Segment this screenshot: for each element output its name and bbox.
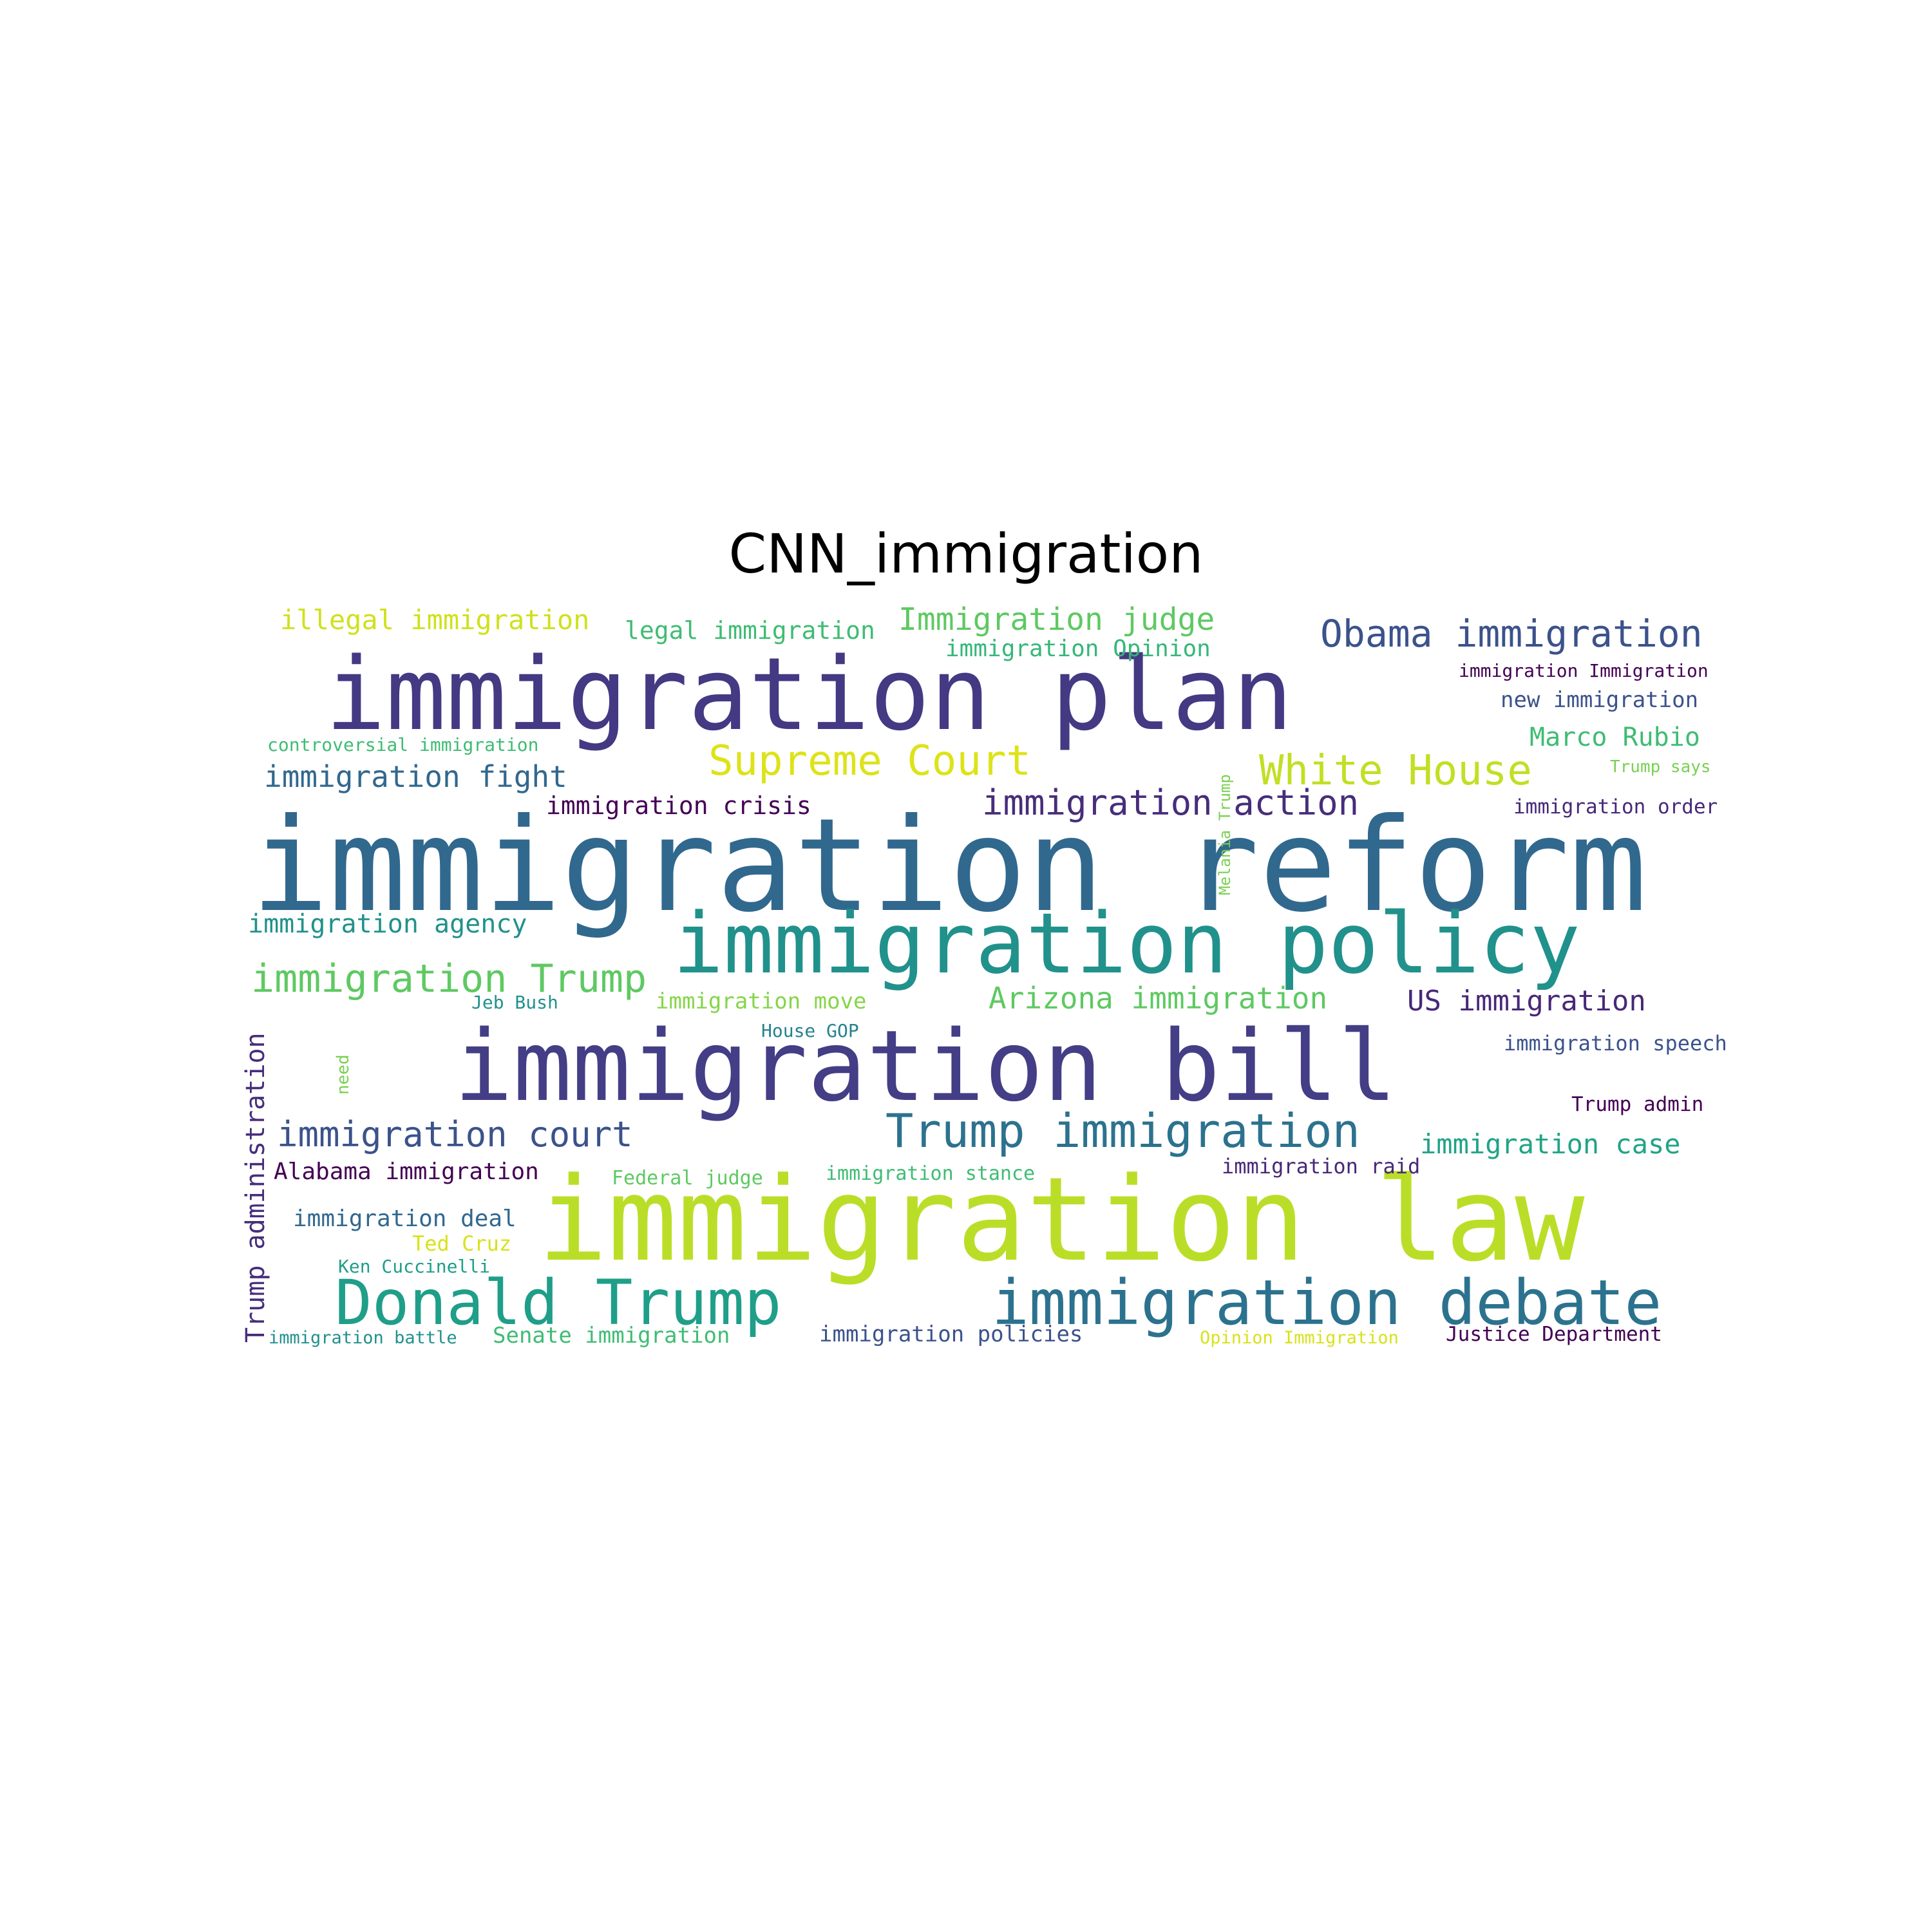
cloud-word: immigration court — [277, 1114, 633, 1155]
cloud-word: Trump administration — [241, 1032, 270, 1343]
cloud-word: legal immigration — [625, 616, 875, 645]
cloud-word: White House — [1259, 747, 1532, 795]
cloud-word: immigration bill — [454, 1009, 1397, 1123]
cloud-word: immigration reform — [251, 791, 1647, 941]
cloud-word: Supreme Court — [708, 737, 1031, 785]
cloud-word: Justice Department — [1446, 1323, 1662, 1346]
cloud-word: House GOP — [761, 1020, 859, 1041]
cloud-word: immigration action — [982, 782, 1359, 823]
cloud-word: Ted Cruz — [412, 1231, 512, 1256]
cloud-word: immigration policy — [673, 895, 1580, 992]
cloud-word: illegal immigration — [280, 604, 590, 636]
cloud-word: Obama immigration — [1320, 612, 1703, 656]
cloud-word: immigration deal — [293, 1206, 516, 1232]
cloud-word: Trump immigration — [886, 1104, 1360, 1158]
cloud-word: immigration law — [538, 1153, 1585, 1287]
cloud-word: Melania Trump — [1216, 774, 1234, 895]
cloud-word: Marco Rubio — [1530, 723, 1700, 752]
cloud-word: immigration debate — [992, 1267, 1662, 1339]
cloud-word: immigration raid — [1222, 1154, 1421, 1179]
cloud-word: US immigration — [1407, 985, 1646, 1018]
cloud-word: immigration Opinion — [945, 636, 1211, 662]
cloud-word: Senate immigration — [493, 1323, 730, 1349]
cloud-word: Donald Trump — [335, 1267, 782, 1339]
cloud-word: new immigration — [1501, 687, 1699, 713]
cloud-word: Trump says — [1610, 757, 1711, 777]
cloud-word: immigration move — [656, 989, 867, 1014]
cloud-word: Ken Cuccinelli — [338, 1256, 491, 1277]
cloud-word: Federal judge — [612, 1167, 763, 1189]
cloud-word: immigration order — [1513, 795, 1718, 819]
cloud-word: controversial immigration — [267, 734, 539, 755]
cloud-word: need — [334, 1054, 353, 1095]
cloud-word: immigration agency — [248, 909, 527, 939]
cloud-word: immigration stance — [826, 1162, 1036, 1185]
cloud-word: Opinion Immigration — [1200, 1328, 1399, 1348]
cloud-word: immigration crisis — [546, 791, 811, 820]
cloud-word: immigration policies — [819, 1321, 1083, 1347]
cloud-word: Alabama immigration — [274, 1159, 539, 1185]
cloud-word: Trump admin — [1571, 1093, 1704, 1116]
cloud-word: Jeb Bush — [471, 992, 558, 1013]
cloud-word: immigration Immigration — [1459, 660, 1709, 681]
cloud-word: immigration speech — [1504, 1031, 1727, 1056]
cloud-word: immigration case — [1420, 1128, 1681, 1160]
cloud-word: immigration Trump — [251, 956, 647, 1001]
cloud-word: immigration plan — [325, 636, 1293, 753]
figure-title: CNN_immigration — [728, 522, 1204, 585]
cloud-word: Immigration judge — [898, 601, 1215, 638]
cloud-word: Arizona immigration — [989, 981, 1328, 1016]
cloud-word: immigration battle — [269, 1328, 457, 1348]
cloud-word: immigration fight — [264, 759, 567, 794]
